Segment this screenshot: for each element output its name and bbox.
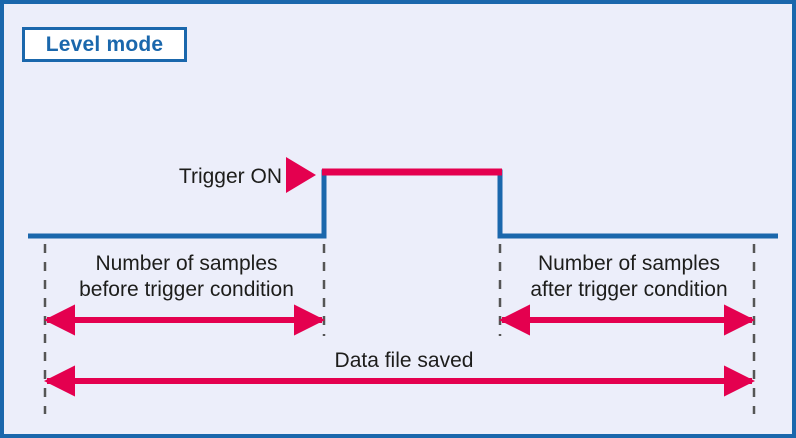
mode-badge: Level mode (22, 27, 187, 62)
play-triangle-icon (286, 157, 316, 193)
signal-trace (28, 169, 778, 239)
waveform-diagram (28, 157, 778, 414)
data-file-saved-label: Data file saved (334, 349, 474, 372)
trigger-on-label: Trigger ON (178, 165, 282, 188)
pre-trigger-label: Number of samples before trigger conditi… (79, 252, 294, 301)
post-trigger-label: Number of samples after trigger conditio… (530, 252, 728, 301)
mode-badge-label: Level mode (45, 33, 164, 56)
